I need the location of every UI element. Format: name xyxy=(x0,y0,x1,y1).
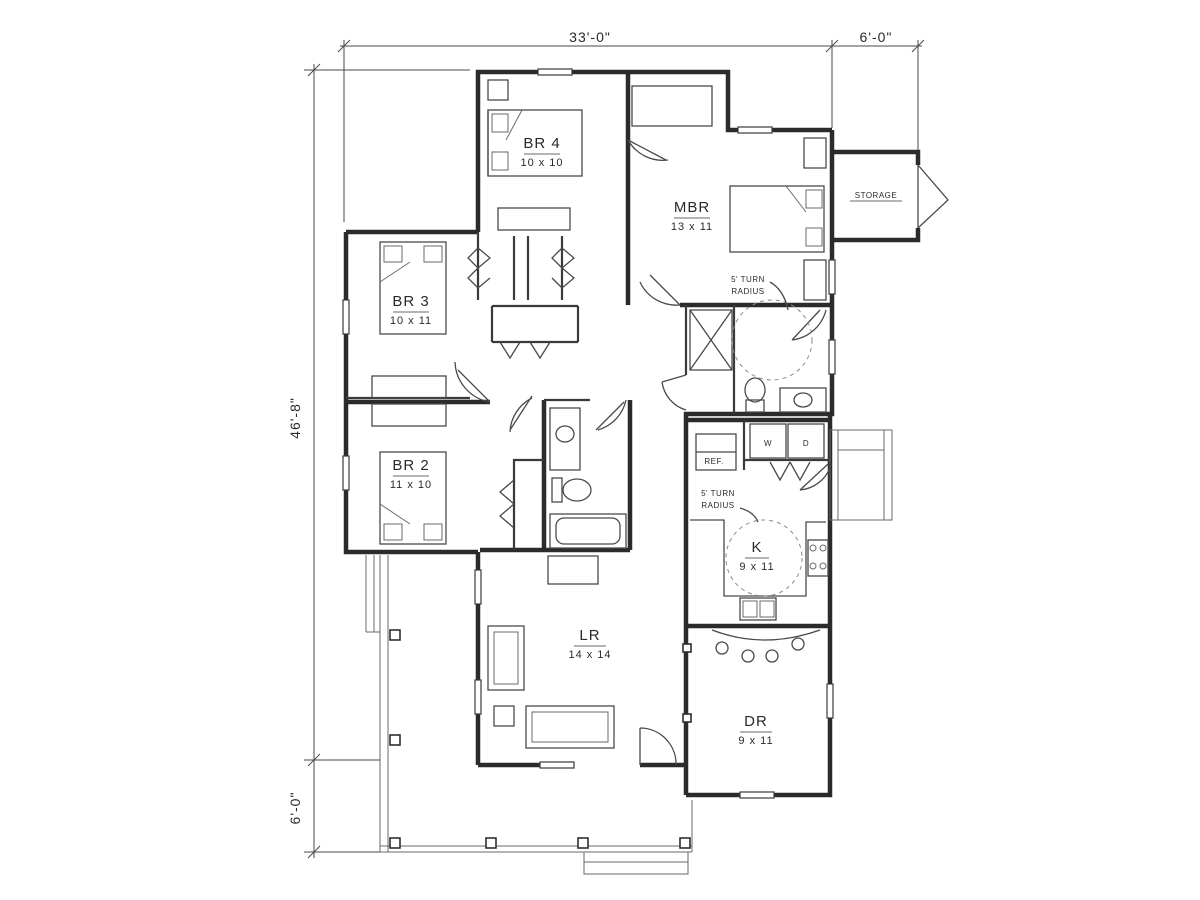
doors xyxy=(454,139,831,766)
dimension-overall-width: 33'-0" xyxy=(569,29,611,45)
kitchen-turn-radius-line2: RADIUS xyxy=(701,501,734,510)
mbr-turn-radius-line2: RADIUS xyxy=(731,287,764,296)
front-porch xyxy=(365,555,693,875)
dryer-label: D xyxy=(803,439,809,448)
dimension-extension-width: 6'-0" xyxy=(860,29,893,45)
kitchen-turn-radius-line1: 5' TURN xyxy=(701,489,735,498)
dimension-lines xyxy=(304,39,925,859)
room-name-mbr: MBR xyxy=(674,199,710,216)
refrigerator-label: REF. xyxy=(704,457,723,466)
furniture xyxy=(371,79,949,749)
room-size-kitchen: 9 x 11 xyxy=(739,561,774,573)
dimension-porch-depth: 6'-0" xyxy=(287,792,303,825)
mbr-turn-radius-line1: 5' TURN xyxy=(731,275,765,284)
room-size-mbr: 13 x 11 xyxy=(671,221,713,233)
room-name-br3: BR 3 xyxy=(392,293,429,310)
room-size-dining-room: 9 x 11 xyxy=(738,735,773,747)
room-name-br2: BR 2 xyxy=(392,457,429,474)
room-size-br4: 10 x 10 xyxy=(520,157,563,169)
room-name-living-room: LR xyxy=(579,627,600,644)
dimension-overall-depth: 46'-8" xyxy=(287,397,303,439)
room-size-living-room: 14 x 14 xyxy=(568,649,611,661)
washer-label: W xyxy=(764,439,772,448)
storage-label: STORAGE xyxy=(855,191,897,200)
windows xyxy=(342,68,836,799)
room-size-br2: 11 x 10 xyxy=(390,479,432,491)
room-size-br3: 10 x 11 xyxy=(390,315,432,327)
room-name-dining-room: DR xyxy=(744,713,768,730)
room-name-kitchen: K xyxy=(751,539,762,556)
room-name-br4: BR 4 xyxy=(523,135,560,152)
